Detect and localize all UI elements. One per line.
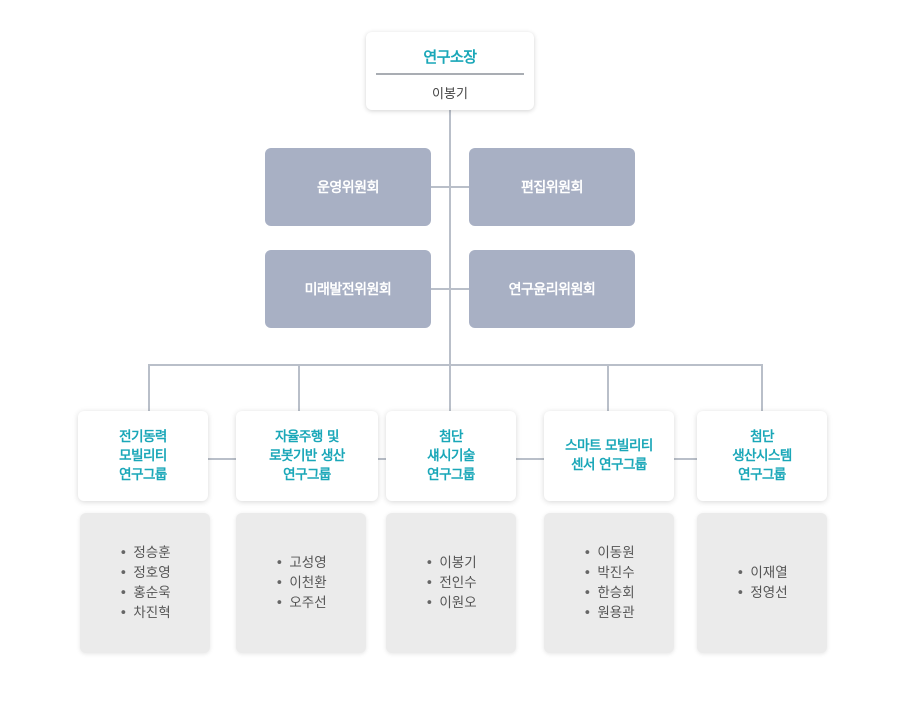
group-name-line: 연구그룹 [427,466,475,483]
member-item: 박진수 [583,563,634,583]
group-name-line: 자율주행 및 [275,428,339,445]
connector-committee-row2 [431,288,469,290]
member-list: 이재열 정영선 [736,563,787,603]
director-title: 연구소장 [423,48,477,66]
group-name-line: 센서 연구그룹 [571,457,647,473]
committee-label: 연구윤리위원회 [508,282,596,298]
committee-operations: 운영위원회 [265,148,431,226]
member-item: 차진혁 [119,603,170,623]
member-item: 한승회 [583,583,634,603]
group-name-line: 첨단 [750,428,774,445]
connector-trunk [449,110,451,365]
member-item: 정영선 [736,583,787,603]
member-list: 고성영 이천환 오주선 [275,553,326,613]
member-item: 이재열 [736,563,787,583]
group-name-line: 로봇기반 생산 [269,447,345,464]
member-item: 이천환 [275,573,326,593]
group-name-line: 생산시스템 [732,447,792,464]
members-box-smart-mobility-sensor: 이동원 박진수 한승회 원용관 [544,513,674,653]
connector-committee-row1 [431,186,469,188]
members-box-electric-mobility: 정승훈 정호영 홍순욱 차진혁 [80,513,210,653]
committee-editorial: 편집위원회 [469,148,635,226]
members-box-advanced-production-system: 이재열 정영선 [697,513,827,653]
members-box-advanced-chassis: 이봉기 전인수 이원오 [386,513,516,653]
committee-label: 운영위원회 [317,180,379,196]
member-item: 이원오 [425,593,476,613]
committee-research-ethics: 연구윤리위원회 [469,250,635,328]
committee-label: 미래발전위원회 [304,282,392,298]
member-item: 홍순욱 [119,583,170,603]
connector-group-4-drop [607,364,609,411]
connector-group-5-drop [761,364,763,411]
group-name-line: 연구그룹 [283,466,331,483]
member-item: 고성영 [275,553,326,573]
members-box-autonomous-robot-production: 고성영 이천환 오주선 [236,513,366,653]
group-name-line: 연구그룹 [738,466,786,483]
member-list: 이동원 박진수 한승회 원용관 [583,543,634,623]
connector-group-1-drop [148,364,150,411]
member-item: 정승훈 [119,543,170,563]
member-list: 정승훈 정호영 홍순욱 차진혁 [119,543,170,623]
director-box: 연구소장 이봉기 [366,32,534,110]
member-list: 이봉기 전인수 이원오 [425,553,476,613]
member-item: 정호영 [119,563,170,583]
group-name-line: 첨단 [439,428,463,445]
member-item: 원용관 [583,603,634,623]
connector-group-3-drop [449,364,451,411]
group-box-advanced-chassis: 첨단 섀시기술 연구그룹 [386,411,516,501]
connector-groups-bus [148,364,763,366]
committee-label: 편집위원회 [521,180,583,196]
committee-future-development: 미래발전위원회 [265,250,431,328]
group-name-line: 전기동력 [119,428,167,445]
group-name-line: 섀시기술 [427,447,475,464]
member-item: 전인수 [425,573,476,593]
director-divider [376,73,524,75]
member-item: 이봉기 [425,553,476,573]
connector-group-2-drop [298,364,300,411]
group-name-line: 연구그룹 [119,466,167,483]
member-item: 이동원 [583,543,634,563]
group-box-advanced-production-system: 첨단 생산시스템 연구그룹 [697,411,827,501]
group-box-smart-mobility-sensor: 스마트 모빌리티 센서 연구그룹 [544,411,674,501]
group-box-autonomous-robot-production: 자율주행 및 로봇기반 생산 연구그룹 [236,411,378,501]
group-box-electric-mobility: 전기동력 모빌리티 연구그룹 [78,411,208,501]
director-name: 이봉기 [432,87,468,102]
member-item: 오주선 [275,593,326,613]
group-name-line: 모빌리티 [119,447,167,464]
group-name-line: 스마트 모빌리티 [565,438,653,454]
